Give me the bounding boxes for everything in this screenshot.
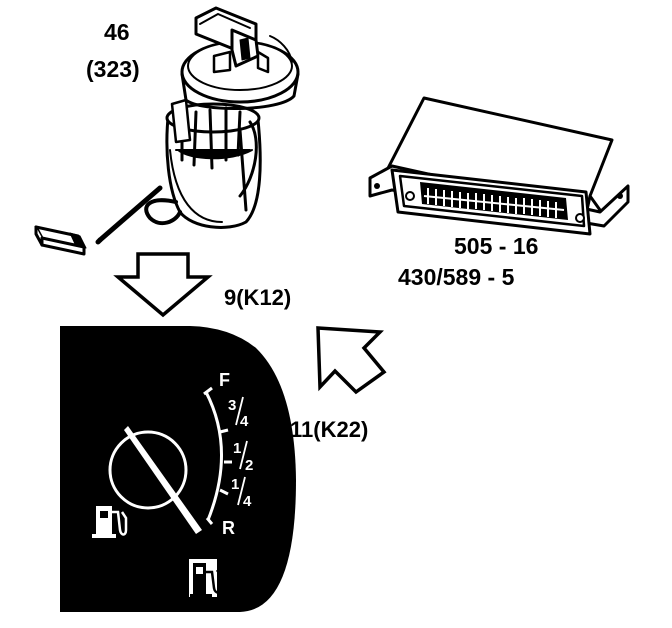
pump-part-sub-number: (323) [86,56,140,82]
control-unit [368,96,630,236]
signal-label-k12: 9(K12) [224,285,291,310]
signal-arrow-diagonal [316,326,387,395]
gauge-label-quarter-num: 1 [231,476,239,493]
gauge-fraction-bar [237,476,246,506]
gauge-scale-arc [204,391,223,521]
control-unit-sub-number: 430/589 - 5 [398,264,515,290]
gauge-label-quarter-den: 4 [243,493,252,510]
fuel-pump-icon [92,506,128,538]
control-unit-number: 505 - 16 [454,233,538,259]
gauge-needle [124,426,202,534]
fuel-pump-sender-unit [34,6,300,256]
gauge-fraction-bar [235,396,244,426]
gauge-label-three-quarter-den: 4 [240,413,249,430]
gauge-label-three-quarter-num: 3 [228,397,236,414]
fuel-gauge: F 3 4 1 2 1 4 R [60,326,296,612]
signal-arrow-down [113,252,213,318]
gauge-label-full: F [219,370,230,390]
gauge-label-half-den: 2 [245,457,253,474]
gauge-face [60,326,296,612]
gauge-label-half-num: 1 [233,440,241,457]
gauge-scale-ticks [203,386,232,525]
low-fuel-lamp-icon [187,557,223,599]
signal-label-k22: 11(K22) [290,417,368,442]
gauge-needle-hub [108,430,188,510]
gauge-fraction-bar [239,440,248,470]
pump-part-number: 46 [104,19,130,45]
gauge-label-reserve: R [222,518,235,538]
